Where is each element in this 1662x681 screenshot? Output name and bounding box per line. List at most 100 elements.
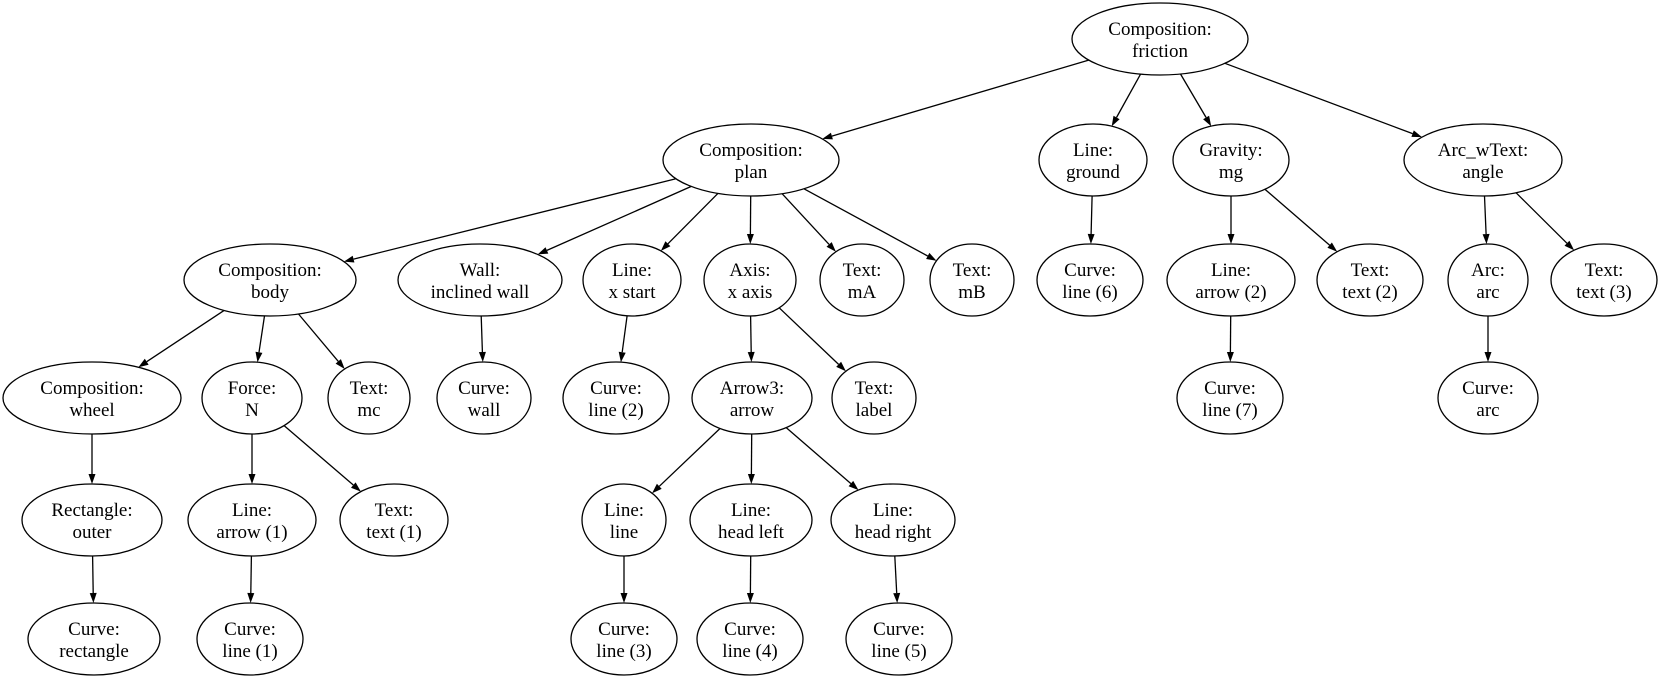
node-ellipse [1550,243,1658,317]
node-ellipse [845,602,953,676]
edge-arc-curve-arc [1484,316,1492,362]
node-name-label: line [610,522,639,543]
node-type-label: Curve: [1204,378,1256,399]
edge-line [283,425,354,486]
arrowhead-icon [848,480,859,491]
edge-line [250,555,253,594]
arrowhead-icon [652,483,662,494]
arrowhead-icon [247,592,255,603]
node-type-label: Text: [1585,260,1624,281]
edge-line [749,315,752,353]
node-ellipse [327,361,411,435]
node-ellipse [201,361,303,435]
arrowhead-icon [620,593,628,603]
arrowhead-icon [1484,352,1492,362]
edge-line [1224,62,1413,135]
node-ellipse [581,483,667,557]
node-name-label: line (4) [722,641,777,662]
node-text-mb: Text:mB [929,243,1015,317]
node-ellipse [1447,243,1529,317]
node-type-label: Curve: [68,619,120,640]
arrowhead-icon [746,234,754,244]
node-name-label: mA [848,282,877,303]
edge-angle-arc [1482,195,1490,244]
arrowhead-icon [660,241,671,251]
arrowhead-icon [138,358,149,368]
node-ellipse [339,483,449,557]
node-type-label: Gravity: [1199,140,1262,161]
node-ellipse [1166,243,1296,317]
node-ellipse [1316,243,1424,317]
node-type-label: Text: [350,378,389,399]
node-ellipse [831,361,917,435]
node-name-label: mc [357,400,380,421]
edge-line [91,555,94,594]
node-type-label: Axis: [729,260,770,281]
node-type-label: Line: [731,500,771,521]
node-ellipse [2,361,182,435]
node-type-label: Curve: [1462,378,1514,399]
edge-arrow3-line-head-right [785,427,859,491]
edge-plan-text-mb [803,188,937,261]
arrowhead-icon [1087,233,1095,244]
node-curve-line-4: Curve:line (4) [696,602,804,676]
node-arc: Arc:arc [1447,243,1529,317]
node-ellipse [1071,2,1249,76]
node-type-label: Curve: [598,619,650,640]
arrowhead-icon [1482,233,1490,244]
edge-plan-body [343,178,677,263]
edge-body-force-n [255,315,266,363]
node-ellipse [689,483,813,557]
node-type-label: Text: [855,378,894,399]
edge-line [1483,195,1487,235]
node-rect-outer: Rectangle:outer [21,483,163,557]
node-name-label: text (1) [366,522,421,543]
node-ellipse [21,483,163,557]
node-type-label: Force: [228,378,277,399]
node-ellipse [929,243,1015,317]
node-curve-line-1: Curve:line (1) [196,602,304,676]
node-curve-rectangle: Curve:rectangle [27,602,161,676]
node-ellipse [183,243,357,317]
arrowhead-icon [618,351,626,363]
node-curve-line-3: Curve:line (3) [570,602,678,676]
node-type-label: Curve: [1064,260,1116,281]
node-ellipse [662,123,840,197]
node-ellipse [27,602,161,676]
edge-force-n-text-text-1 [283,425,361,492]
node-curve-wall: Curve:wall [436,361,532,435]
node-name-label: text (2) [1342,282,1397,303]
arrowhead-icon [926,252,937,261]
edge-line-head-right-curve-line-5 [893,555,901,603]
arrowhead-icon [1227,234,1235,244]
node-plan: Composition:plan [662,123,840,197]
node-text-ma: Text:mA [819,243,905,317]
edge-plan-text-ma [781,193,836,252]
node-wall: Wall:inclined wall [397,243,563,317]
edge-x-start-curve-line-2 [618,315,628,363]
node-text-label: Text:label [831,361,917,435]
edge-line [667,192,719,245]
arrowhead-icon [826,242,836,252]
node-name-label: text (3) [1576,282,1631,303]
arrowhead-icon [1411,130,1422,138]
node-ellipse [819,243,905,317]
edge-line-arrow-2-curve-line-7 [1226,315,1234,362]
node-name-label: plan [735,162,768,183]
node-ellipse [196,602,304,676]
arrowhead-icon [747,474,755,484]
edge-wall-curve-wall [478,315,486,362]
arrowhead-icon [248,474,256,484]
node-name-label: N [245,400,259,421]
arrowhead-icon [335,359,345,369]
node-gravity-mg: Gravity:mg [1172,123,1290,197]
node-ellipse [830,483,956,557]
edge-friction-angle [1224,62,1422,138]
arrowhead-icon [255,351,263,363]
edge-friction-plan [822,59,1089,140]
node-name-label: mg [1219,162,1244,183]
node-type-label: Curve: [724,619,776,640]
node-type-label: Rectangle: [51,500,132,521]
edge-plan-x-axis [746,195,754,244]
node-body: Composition:body [183,243,357,317]
